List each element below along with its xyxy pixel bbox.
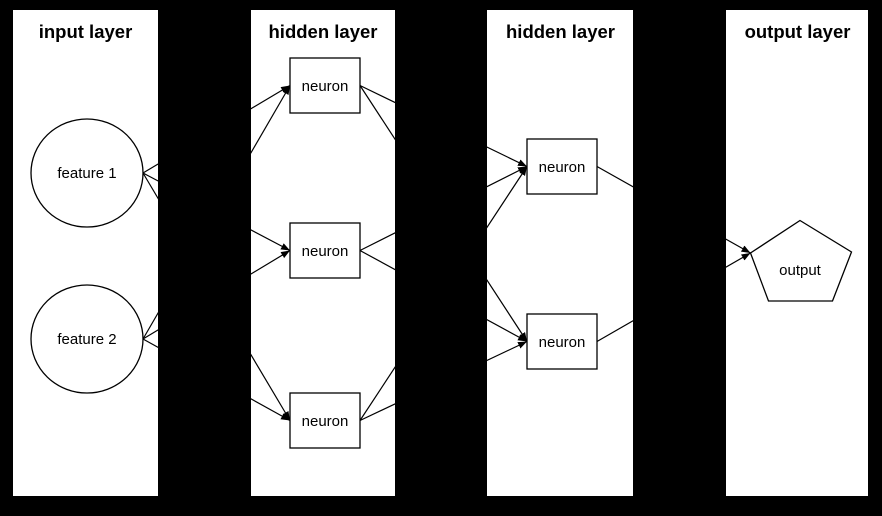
panel-input-layer <box>13 10 158 496</box>
edge-h2b-out <box>596 252 751 343</box>
layer-title-hidden-2: hidden layer <box>506 21 615 42</box>
label-hidden1-neuron-2: neuron <box>302 243 349 260</box>
node-hidden2-neuron-2 <box>526 313 598 370</box>
layer-title-hidden-1: hidden layer <box>269 21 378 42</box>
label-hidden1-neuron-3: neuron <box>302 413 349 430</box>
edge-f1-h1c <box>142 172 291 421</box>
edge-f2-h1b <box>142 249 291 340</box>
edge-h1c-h2b <box>359 340 528 422</box>
label-feature-2: feature 2 <box>57 331 116 348</box>
edge-h1a-h2a <box>359 84 528 168</box>
edge-h1b-h2b <box>359 249 528 343</box>
node-hidden1-neuron-3 <box>289 392 361 449</box>
edge-h1b-h2a <box>359 165 528 252</box>
layer-title-input: input layer <box>39 21 133 42</box>
edge-h1a-h2b <box>359 85 528 342</box>
node-hidden1-neuron-1 <box>289 57 361 114</box>
node-feature-2 <box>30 284 144 394</box>
label-hidden2-neuron-2: neuron <box>539 334 586 351</box>
node-output-pentagon <box>749 219 853 302</box>
panel-hidden-layer-2 <box>487 10 633 496</box>
label-feature-1: feature 1 <box>57 165 116 182</box>
label-output: output <box>779 262 822 279</box>
node-hidden2-neuron-1 <box>526 138 598 195</box>
edge-f2-h1c <box>142 338 291 422</box>
edge-group <box>142 84 751 422</box>
edge-h1c-h2a <box>359 166 528 421</box>
layer-title-output: output layer <box>745 21 851 42</box>
label-hidden2-neuron-1: neuron <box>539 159 586 176</box>
label-hidden1-neuron-1: neuron <box>302 78 349 95</box>
edge-f1-h1a <box>142 84 291 174</box>
edge-h2a-out <box>596 165 751 254</box>
node-feature-1 <box>30 118 144 228</box>
node-hidden1-neuron-2 <box>289 222 361 279</box>
edge-f2-h1a <box>142 85 291 340</box>
